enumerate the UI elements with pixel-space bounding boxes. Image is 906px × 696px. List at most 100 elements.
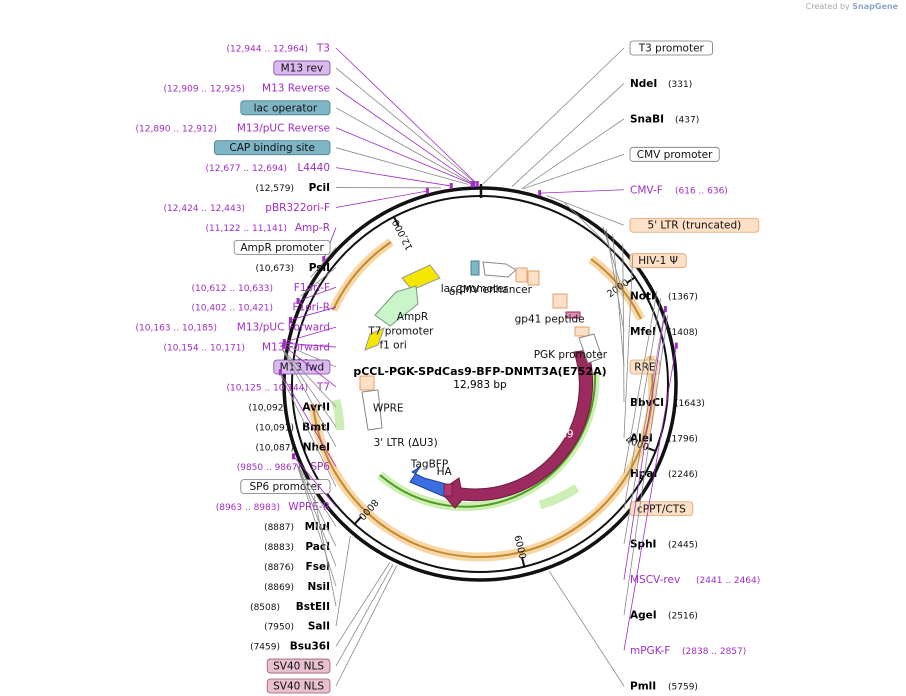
annotation-name: AgeI (630, 610, 657, 622)
annotation-range: (2246) (668, 470, 698, 480)
feature-box-t3-promoter (629, 40, 713, 56)
annotation-range: (10,092) (248, 403, 287, 413)
leader-line-nhei (282, 350, 337, 447)
orf-green-3 (331, 398, 345, 431)
annotation-range: (1367) (668, 293, 698, 303)
annotation-name: M13 Forward (262, 342, 330, 354)
leader-line-agei (623, 314, 669, 616)
leader-line-f1ori-r (290, 306, 337, 321)
annotation-range: (8963 .. 8983) (216, 503, 280, 513)
annotation-range: (12,424 .. 12,443) (164, 204, 245, 214)
leader-line-bsteii (313, 496, 337, 607)
leader-line-m13-forward (284, 342, 337, 348)
ampr-feature (364, 327, 385, 351)
annotation-range: (7459) (250, 643, 280, 653)
annotation-range: (2445) (668, 541, 698, 551)
leader-line-sp6 (279, 372, 337, 467)
annotation-cppt-cts: cPPT/CTS (629, 501, 694, 517)
annotation-name: WPRE-R (288, 501, 330, 513)
leader-line-sali (335, 536, 351, 627)
annotation-range: (1796) (668, 434, 698, 444)
annotation-range: (2516) (668, 612, 698, 622)
feature-box-m13-rev (273, 60, 331, 76)
annotation-name: M13/pUC Reverse (237, 122, 330, 134)
leader-line-nsii (297, 465, 337, 587)
primer-mark-cmv-f (538, 190, 542, 197)
annotation-name: M13 Reverse (262, 82, 330, 94)
annotation-sphi: SphI(2445) (630, 539, 698, 551)
annotation-name: F1ori-F (294, 282, 330, 294)
annotation-range: (10,612 .. 10,633) (192, 284, 273, 294)
feature-box-cmv-promoter (629, 146, 720, 162)
annotation-name: SP6 (310, 461, 330, 473)
leader-line-ndei (511, 83, 625, 187)
annotation-sp6-promoter: SP6 promoter (240, 479, 331, 495)
primer-mark-sp6 (278, 369, 282, 376)
annotation-name: MfeI (630, 326, 656, 338)
annotation-ndei: NdeI(331) (630, 78, 692, 90)
leader-line-pbr322ori-f (335, 190, 428, 208)
feature-box-label: 5' LTR (truncated) (648, 220, 742, 232)
ltr-3-feature (359, 375, 375, 391)
orf-arc-3-core (312, 403, 421, 547)
annotation-range: (10,154 .. 10,171) (164, 344, 245, 354)
annotation-paci: PacI(8883) (264, 541, 330, 553)
annotation-range: (12,890 .. 12,912) (136, 124, 217, 134)
leader-line-hpai (623, 290, 658, 474)
ha-feature (443, 483, 453, 497)
leader-line-bbvci (622, 243, 625, 403)
leader-line-m13-puc-forward (284, 326, 337, 343)
primer-mark-l4440 (449, 183, 453, 190)
leader-line-sp6-promoter (279, 373, 337, 487)
annotation-cmv-promoter: CMV promoter (629, 146, 720, 162)
leader-line-m13-reverse (335, 87, 474, 185)
feature-box-label: SV40 NLS (273, 661, 324, 673)
annotation-sv40-nls: SV40 NLS (266, 658, 331, 674)
annotation-name: SalI (308, 621, 330, 633)
annotation-name: pBR322ori-F (265, 202, 330, 214)
annotation-name: MSCV-rev (630, 574, 680, 586)
annotation-ampr-promoter: AmpR promoter (233, 239, 331, 255)
feature-label-f1-ori: f1 ori (379, 339, 406, 351)
annotation-noti: NotI (1367) (630, 291, 698, 303)
feature-box-sv40-nls (266, 678, 331, 694)
annotation-range: (1643) (675, 399, 705, 409)
annotation-name: Amp-R (295, 222, 330, 234)
annotation-range: (7950) (264, 623, 294, 633)
leader-line-l4440 (335, 167, 452, 187)
annotation-name: PsiI (309, 262, 330, 274)
primer-mark-mpgk-f (674, 342, 678, 349)
leader-line-t7 (283, 345, 337, 388)
annotation-range: (10,402 .. 10,421) (192, 304, 273, 314)
tick-mark-8000 (353, 515, 363, 526)
f1-ori-feature (374, 285, 419, 327)
leader-line-psii (299, 267, 337, 297)
credit-prefix: Created by (805, 2, 850, 11)
primer-mark-wpre-r (292, 453, 296, 460)
leader-line-mlui (296, 463, 337, 527)
annotation-t3: T3(12,944 .. 12,964) (227, 43, 330, 55)
feature-box-label: T3 promoter (638, 43, 705, 55)
annotation-sv40-nls: SV40 NLS (266, 678, 331, 694)
annotation-name: F1ori-R (293, 302, 330, 314)
annotation-pcii: PciI(12,579) (255, 182, 330, 194)
annotation-name: L4440 (297, 162, 330, 174)
feature-box-sp6-promoter (240, 479, 331, 495)
annotation-range: (10,125 .. 10,144) (227, 383, 308, 393)
annotation-m13-rev: M13 rev (273, 60, 331, 76)
feature-box-label: SV40 NLS (273, 681, 324, 693)
primer-mark-f1ori-f (296, 297, 300, 304)
psi-feature (527, 270, 540, 286)
feature-box-label: SP6 promoter (250, 481, 322, 493)
leader-line-rre (612, 234, 625, 368)
annotation-name: FseI (306, 561, 330, 573)
annotation-name: NotI (630, 291, 655, 303)
primer-mark-m13-reverse (472, 181, 476, 188)
primer-mark-amp-r (322, 256, 326, 263)
annotation-alei: AleI(1796) (630, 432, 698, 444)
annotation-t7: T7(10,125 .. 10,144) (227, 381, 330, 393)
annotation-cmv-f: CMV-F(616 .. 636) (630, 184, 728, 196)
annotation-range: (12,677 .. 12,694) (206, 164, 287, 174)
feature-box-hiv-1 (629, 253, 687, 269)
annotation-name: mPGK-F (630, 645, 670, 657)
